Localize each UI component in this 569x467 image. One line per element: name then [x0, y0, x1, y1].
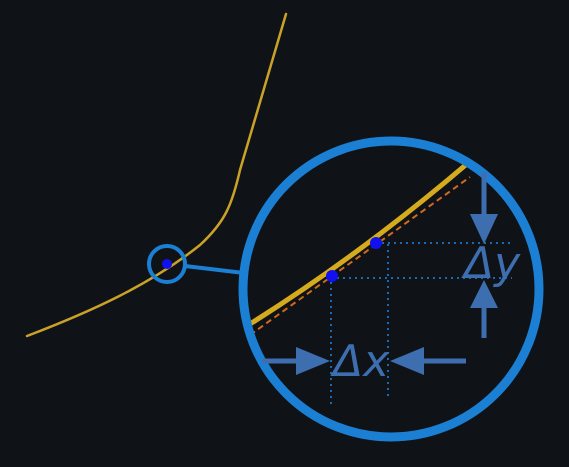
focus-point	[162, 259, 172, 269]
focus-circle	[147, 244, 187, 284]
delta-x-label: Δx	[330, 336, 390, 387]
delta-y-label: Δy	[461, 238, 521, 289]
dy-arrow-top	[470, 172, 498, 244]
magnified-curve	[247, 160, 471, 327]
point-b	[370, 237, 382, 249]
dx-arrow-right	[390, 347, 466, 375]
tangent-line	[249, 176, 471, 336]
main-curve	[25, 12, 288, 338]
connector-line	[184, 264, 245, 275]
magnifier-circle	[238, 136, 544, 442]
dy-arrow-bottom	[470, 280, 498, 338]
dx-arrow-left	[262, 347, 330, 375]
point-a	[326, 270, 338, 282]
magnified-view	[247, 160, 512, 408]
